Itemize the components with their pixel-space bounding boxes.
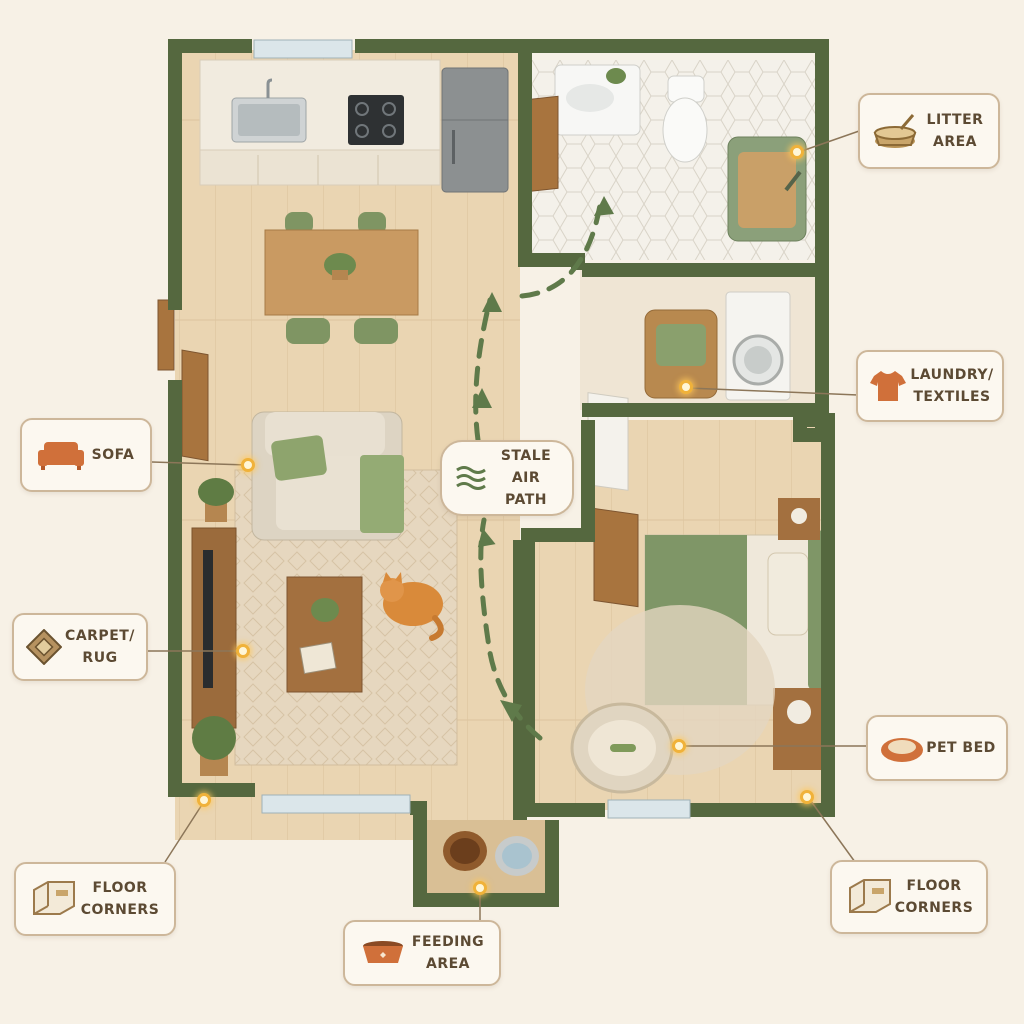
callout-pet-bed[interactable]: PET BED — [866, 715, 1008, 781]
callout-stale-air-path[interactable]: STALE AIR PATH — [440, 440, 574, 516]
nightstand — [778, 498, 820, 540]
fridge-icon — [441, 67, 509, 193]
sofa — [251, 411, 404, 541]
callout-label: STALE — [500, 448, 552, 464]
food-bowl — [443, 831, 487, 871]
litter-box — [727, 136, 807, 242]
callout-feeding-area[interactable]: FEEDING AREA — [343, 920, 501, 986]
callout-sofa[interactable]: SOFA — [20, 418, 152, 492]
air-arrowheads — [472, 196, 614, 722]
air-waves-icon — [452, 465, 490, 491]
cat — [380, 572, 444, 641]
hotspot-laundry[interactable] — [679, 380, 693, 394]
callout-label: SOFA — [91, 447, 135, 463]
sofa-icon — [34, 440, 88, 470]
callout-label: CARPET/ — [65, 628, 135, 644]
hotspot-floor-corner-left[interactable] — [197, 793, 211, 807]
callout-floor-corners-left[interactable]: FLOOR CORNERS — [14, 862, 176, 936]
pet-bed — [570, 702, 674, 794]
callout-label: AIR PATH — [505, 470, 547, 508]
tv-console — [191, 527, 237, 729]
callout-carpet-rug[interactable]: CARPET/RUG — [12, 613, 148, 681]
laundry-basket — [644, 309, 718, 399]
hotspot-pet-bed[interactable] — [672, 739, 686, 753]
callout-label: RUG — [82, 650, 118, 666]
callout-label: LITTER — [926, 112, 984, 128]
callout-label: AREA — [932, 134, 977, 150]
dining-table — [264, 212, 419, 344]
hotspot-litter[interactable] — [790, 145, 804, 159]
callout-label: AREA — [425, 956, 470, 972]
callout-laundry-textiles[interactable]: LAUNDRY/TEXTILES — [856, 350, 1004, 422]
pet-bowl-icon — [357, 939, 409, 967]
leader-lines — [148, 129, 866, 922]
pet-bed-icon — [878, 732, 926, 764]
floor-corner-icon — [844, 878, 894, 916]
shirt-icon — [866, 369, 910, 403]
plant — [192, 716, 236, 776]
plant — [198, 478, 234, 522]
hotspot-sofa[interactable] — [241, 458, 255, 472]
callout-label: CORNERS — [80, 902, 160, 918]
washing-machine — [725, 291, 791, 401]
callout-floor-corners-right[interactable]: FLOOR CORNERS — [830, 860, 988, 934]
litter-box-icon — [870, 111, 922, 151]
toilet-icon — [662, 75, 708, 163]
coffee-table — [286, 576, 363, 693]
window — [253, 39, 691, 819]
water-bowl — [495, 836, 539, 876]
nightstand — [773, 688, 823, 770]
callout-label: FLOOR — [906, 878, 962, 894]
callout-label: PET BED — [926, 740, 996, 756]
stove-icon — [348, 95, 404, 145]
hotspot-carpet[interactable] — [236, 644, 250, 658]
bathroom-sink — [554, 64, 641, 136]
callout-label: FEEDING — [411, 934, 485, 950]
sink-icon — [231, 78, 307, 143]
callout-label: CORNERS — [894, 900, 974, 916]
callout-label: FLOOR — [92, 880, 148, 896]
callout-label: TEXTILES — [913, 389, 991, 405]
callout-label: LAUNDRY/ — [910, 367, 994, 383]
hotspot-floor-corner-right[interactable] — [800, 790, 814, 804]
hotspot-feeding[interactable] — [473, 881, 487, 895]
rug-icon — [24, 629, 64, 665]
callout-litter-area[interactable]: LITTER AREA — [858, 93, 1000, 169]
floor-corner-icon — [28, 880, 78, 918]
